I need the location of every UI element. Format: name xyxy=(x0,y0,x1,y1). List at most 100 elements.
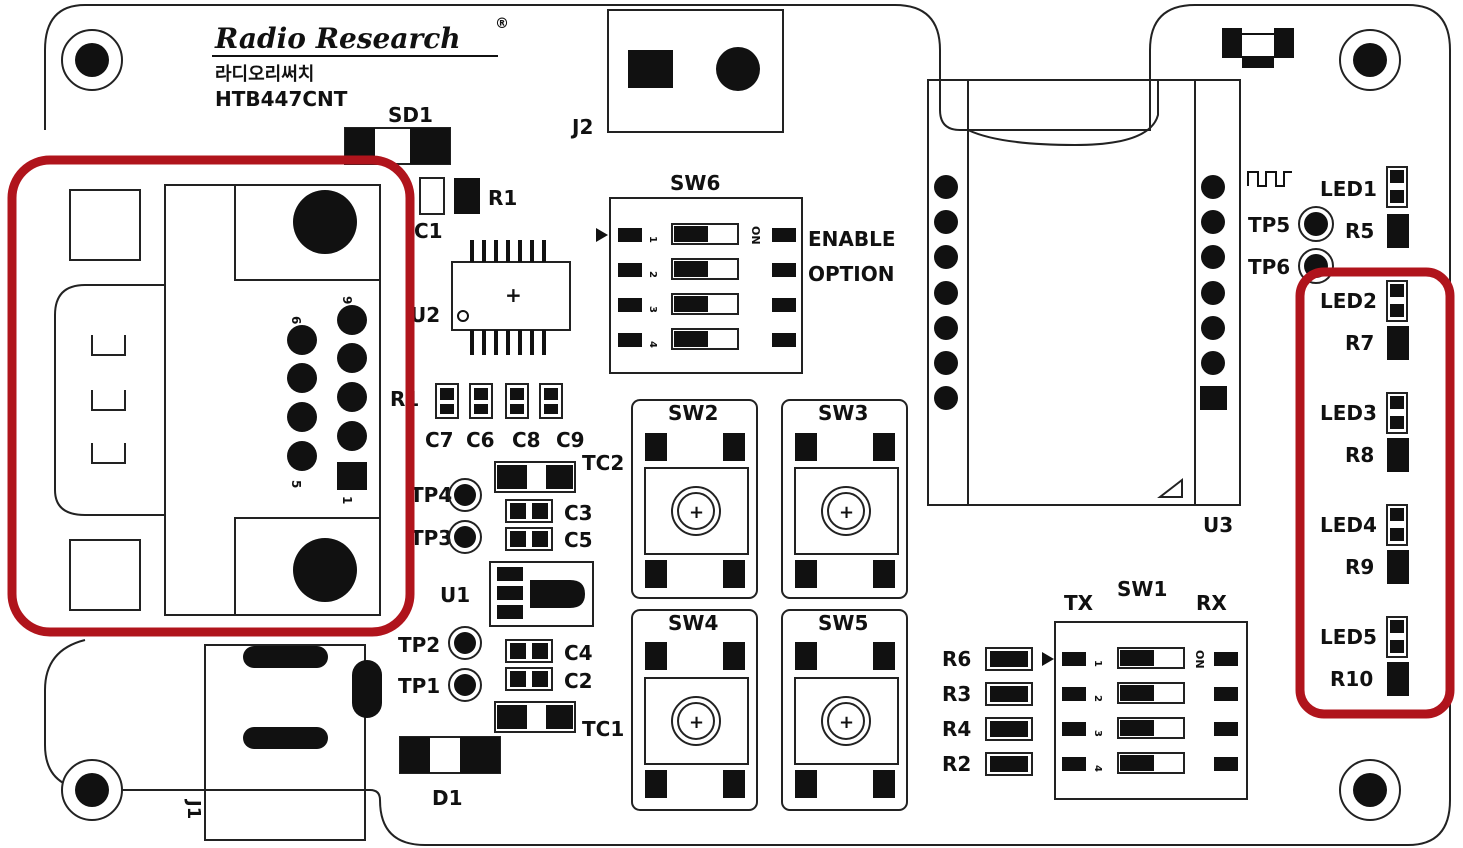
label-tp3: TP3 xyxy=(410,526,452,550)
label-sw6: SW6 xyxy=(670,171,720,195)
label-option: OPTION xyxy=(808,262,894,286)
r8-resistor xyxy=(1387,438,1409,472)
r9-resistor xyxy=(1387,550,1409,584)
r7-resistor xyxy=(1387,326,1409,360)
label-sw1-2: 2 xyxy=(1092,695,1103,702)
sw1-dip-switch[interactable] xyxy=(1054,621,1248,800)
sw2-tact-switch[interactable]: + xyxy=(631,399,758,599)
board-outline xyxy=(44,4,1451,846)
label-c5: C5 xyxy=(564,528,593,552)
label-tx: TX xyxy=(1064,591,1094,615)
sw4-tact-switch[interactable]: + xyxy=(631,609,758,811)
label-tc1: TC1 xyxy=(582,717,624,741)
led2 xyxy=(1386,280,1408,322)
label-tp2: TP2 xyxy=(398,633,440,657)
label-sw1-3: 3 xyxy=(1092,730,1103,737)
label-sw5: SW5 xyxy=(818,611,868,635)
top-right-component xyxy=(1222,28,1294,68)
label-j1: J1 xyxy=(183,798,204,819)
label-c6: C6 xyxy=(466,428,495,452)
svg-text:+: + xyxy=(839,502,854,523)
svg-text:+: + xyxy=(505,283,522,307)
j1-power-jack xyxy=(204,644,366,841)
sw6-dip-switch[interactable] xyxy=(609,197,803,374)
highlight-db9-connector xyxy=(7,155,415,637)
svg-text:+: + xyxy=(839,712,854,733)
label-r1: R1 xyxy=(488,186,517,210)
label-r10: R10 xyxy=(1330,667,1373,691)
label-rx: RX xyxy=(1196,591,1227,615)
label-d1: D1 xyxy=(432,786,463,810)
db9-connector xyxy=(54,184,381,616)
r10-resistor xyxy=(1387,662,1409,696)
label-enable: ENABLE xyxy=(808,227,896,251)
label-sw6-2: 2 xyxy=(647,271,658,278)
label-c4: C4 xyxy=(564,641,593,665)
mounting-hole-br xyxy=(1339,759,1401,821)
label-sw1-1: 1 xyxy=(1092,660,1103,667)
label-r3: R3 xyxy=(942,682,971,706)
brand-name: Radio Research xyxy=(214,22,461,55)
led1 xyxy=(1386,166,1408,208)
label-sw6-4: 4 xyxy=(647,341,658,348)
label-db9-pin6: 6 xyxy=(289,316,303,324)
label-db9-pin5: 5 xyxy=(289,480,303,488)
label-r4: R4 xyxy=(942,717,971,741)
label-u1: U1 xyxy=(440,583,470,607)
svg-text:+: + xyxy=(689,712,704,733)
label-c8: C8 xyxy=(512,428,541,452)
brand-korean: 라디오리써치 xyxy=(215,64,314,85)
sw3-tact-switch[interactable]: + xyxy=(781,399,908,599)
mounting-hole-tr xyxy=(1339,29,1401,91)
label-sw3: SW3 xyxy=(818,401,868,425)
label-sw6-3: 3 xyxy=(647,306,658,313)
label-tp4: TP4 xyxy=(410,483,452,507)
label-sw6-on: ON xyxy=(749,226,762,245)
label-sw1: SW1 xyxy=(1117,577,1167,601)
label-sw1-4: 4 xyxy=(1092,765,1103,772)
label-led3: LED3 xyxy=(1320,401,1377,425)
pulse-waveform-icon xyxy=(1247,171,1292,187)
label-c1: C1 xyxy=(414,219,443,243)
sw6-positions xyxy=(618,223,796,350)
label-r7: R7 xyxy=(1345,331,1374,355)
label-c3: C3 xyxy=(564,501,593,525)
label-sw6-1: 1 xyxy=(647,236,658,243)
label-r8: R8 xyxy=(1345,443,1374,467)
sw5-tact-switch[interactable]: + xyxy=(781,609,908,811)
j2-connector xyxy=(607,9,784,133)
board-model: HTB447CNT xyxy=(215,87,348,111)
label-r2: R2 xyxy=(942,752,971,776)
label-r9: R9 xyxy=(1345,555,1374,579)
label-u2: U2 xyxy=(410,303,440,327)
label-r6: R6 xyxy=(942,647,971,671)
label-led5: LED5 xyxy=(1320,625,1377,649)
label-sw1-on: ON xyxy=(1193,650,1206,669)
label-tp1: TP1 xyxy=(398,674,440,698)
sw1-positions xyxy=(1062,647,1238,774)
label-tc2: TC2 xyxy=(582,451,624,475)
u1-regulator xyxy=(489,561,594,627)
label-sw2: SW2 xyxy=(668,401,718,425)
led5 xyxy=(1386,616,1408,658)
label-c7: C7 xyxy=(425,428,454,452)
u3-module xyxy=(927,79,1241,506)
label-tp5: TP5 xyxy=(1248,213,1290,237)
label-led2: LED2 xyxy=(1320,289,1377,313)
label-r5: R5 xyxy=(1345,219,1374,243)
label-tp6: TP6 xyxy=(1248,255,1290,279)
label-led4: LED4 xyxy=(1320,513,1377,537)
tc1-capacitor xyxy=(494,701,576,733)
label-sw4: SW4 xyxy=(668,611,718,635)
svg-text:+: + xyxy=(689,502,704,523)
highlight-led-column xyxy=(1295,267,1455,719)
label-db9-pin1: 1 xyxy=(340,496,354,504)
mounting-hole-tl xyxy=(61,29,123,91)
brand-registered-mark: ® xyxy=(495,16,509,32)
label-r-array: R1 xyxy=(390,387,419,411)
c1-capacitor xyxy=(419,177,445,215)
led3 xyxy=(1386,392,1408,434)
label-led1: LED1 xyxy=(1320,177,1377,201)
cap-array xyxy=(435,383,563,419)
